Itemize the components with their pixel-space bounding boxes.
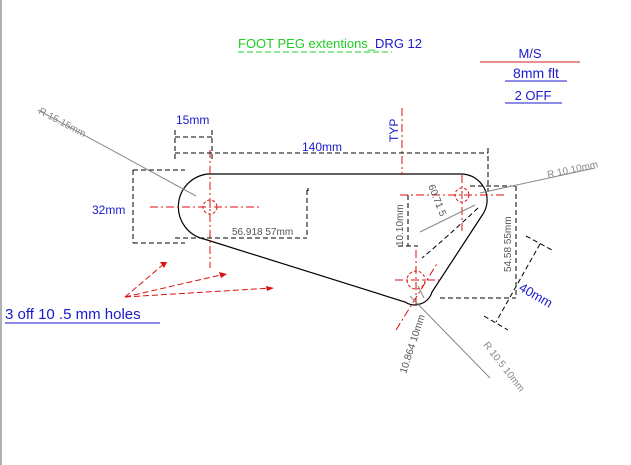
typ-label: TYP xyxy=(387,119,401,142)
dim-140mm: 140mm xyxy=(302,140,342,154)
holes-note: 3 off 10 .5 mm holes xyxy=(5,306,141,323)
title-separator: _ xyxy=(367,36,376,51)
dim-10-10mm: 10.10mm xyxy=(395,204,406,246)
dim-54mm: 54.58 55mm xyxy=(503,216,514,272)
hole-left xyxy=(202,199,218,215)
material-label: M/S xyxy=(518,46,541,61)
hole-bottom xyxy=(406,270,426,290)
dim-56mm: 56.918 57mm xyxy=(232,227,293,238)
dim-40mm: 40mm xyxy=(517,280,556,311)
leader-lines xyxy=(37,109,596,379)
part-outline xyxy=(177,173,488,306)
title-part-name: FOOT PEG extentions xyxy=(238,36,368,51)
title-drawing-number: DRG 12 xyxy=(375,36,422,51)
dim-32mm: 32mm xyxy=(92,203,125,217)
hole-right xyxy=(454,187,470,203)
centre-lines xyxy=(124,108,505,331)
dim-r105mm: R 10.5 10mm xyxy=(481,340,527,394)
dim-r15mm: R 15.15mm xyxy=(37,106,88,140)
thickness-label: 8mm flt xyxy=(513,65,559,81)
quantity-label: 2 OFF xyxy=(515,88,552,103)
dim-r10mm: R 10.10mm xyxy=(546,159,599,181)
dim-10864mm: 10.864 10mm xyxy=(398,313,427,375)
title-text: FOOT PEG extentions_DRG 12 xyxy=(238,36,422,51)
dim-15mm: 15mm xyxy=(176,113,209,127)
dim-angle-60: 60.71 5 xyxy=(425,183,448,218)
dimension-lines xyxy=(132,130,553,331)
